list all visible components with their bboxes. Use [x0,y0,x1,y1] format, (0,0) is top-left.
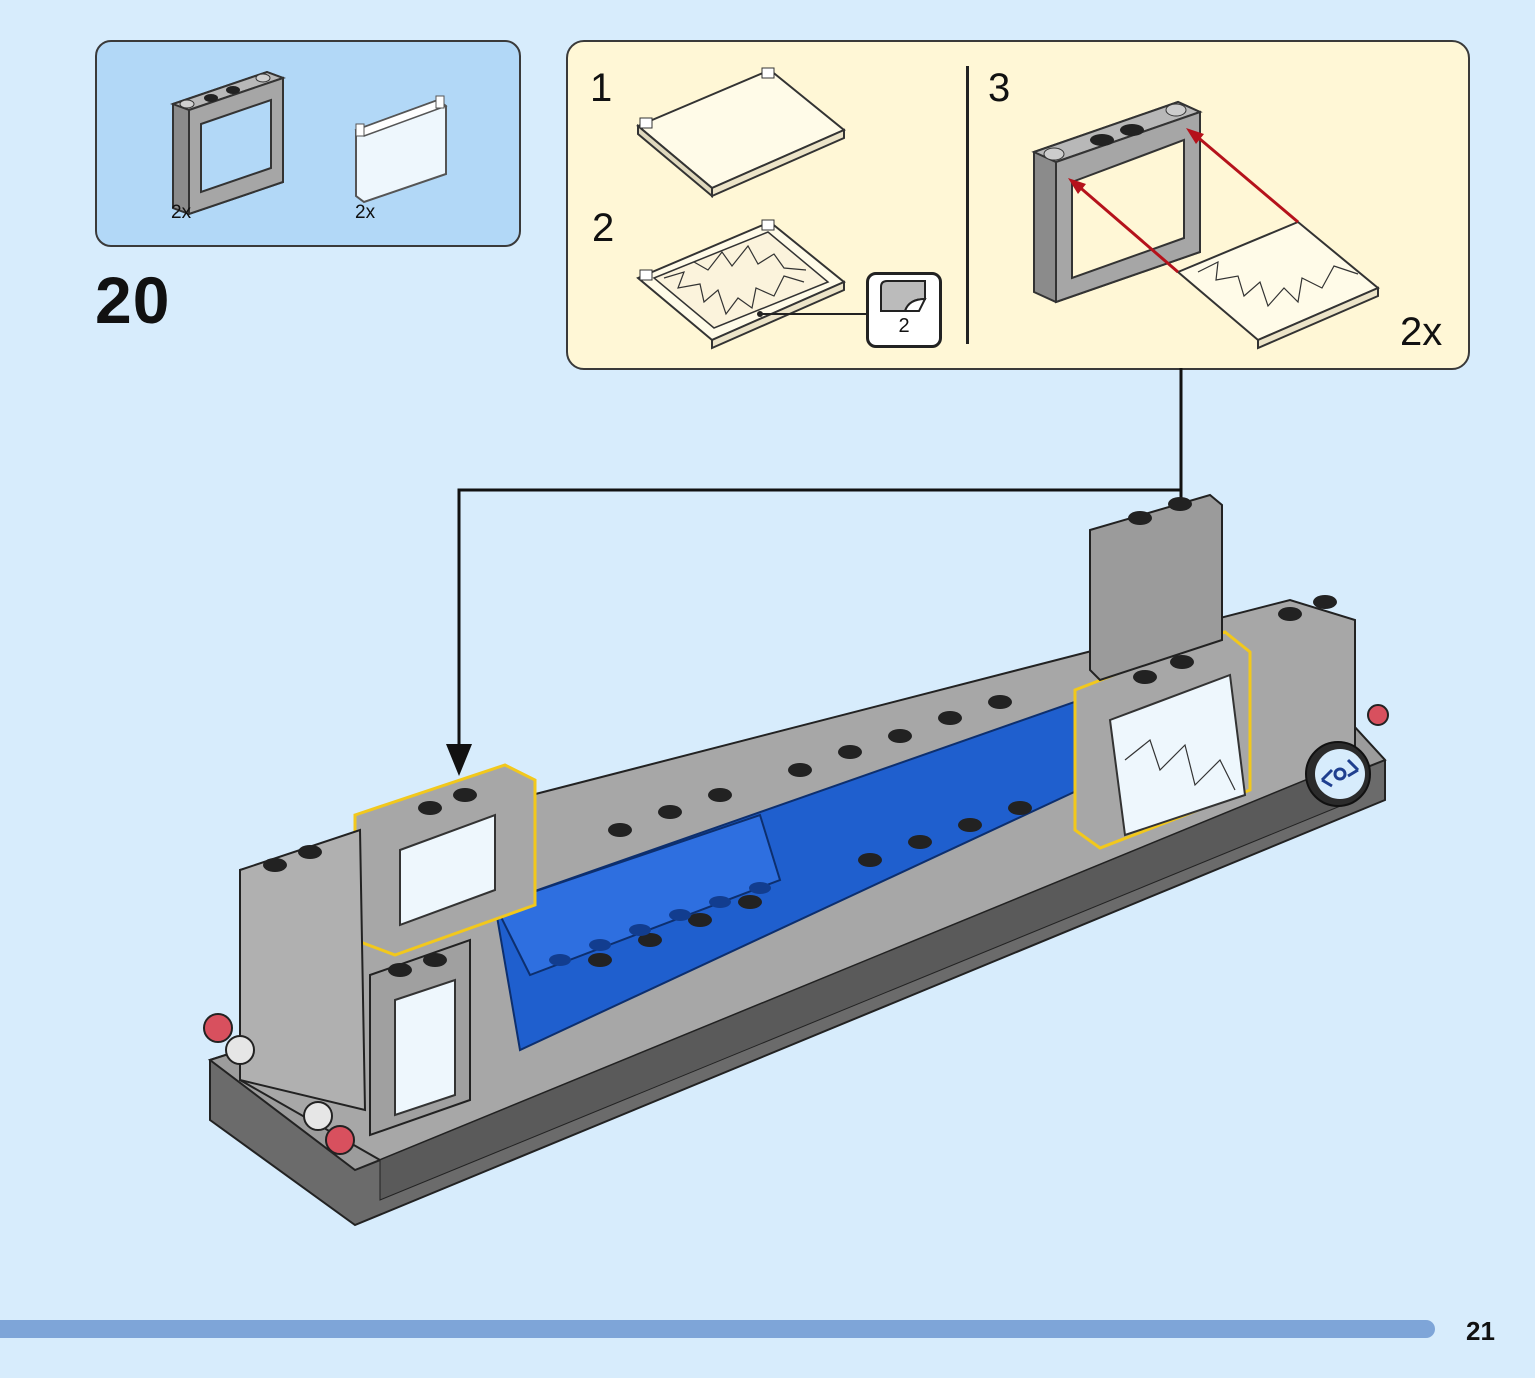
sticker-icon [880,280,927,312]
substep-3-label: 3 [988,66,1011,110]
substep-1-label: 1 [590,66,613,110]
frame-quantity: 2x [171,202,192,223]
parts-list-box: 2x 2x [95,40,521,247]
sticker-leader-line [757,311,868,317]
step-number: 20 [95,263,171,337]
sticker-number: 2 [898,315,910,337]
substep-2-label: 2 [592,206,615,250]
substep-divider [966,66,969,344]
glass-pane-icon [636,67,846,199]
sticker-callout: 2 [866,272,942,348]
glass-quantity: 2x [355,202,376,223]
repeat-multiplier: 2x [1400,310,1443,354]
frame-assembly-diagram [1031,100,1380,350]
window-frame-part-icon [170,70,286,216]
window-glass-part-icon [354,95,448,204]
progress-bar [0,1320,1435,1338]
page-number: 21 [1466,1316,1495,1346]
sub-assembly-box: 1 2 3 2 [566,40,1470,370]
